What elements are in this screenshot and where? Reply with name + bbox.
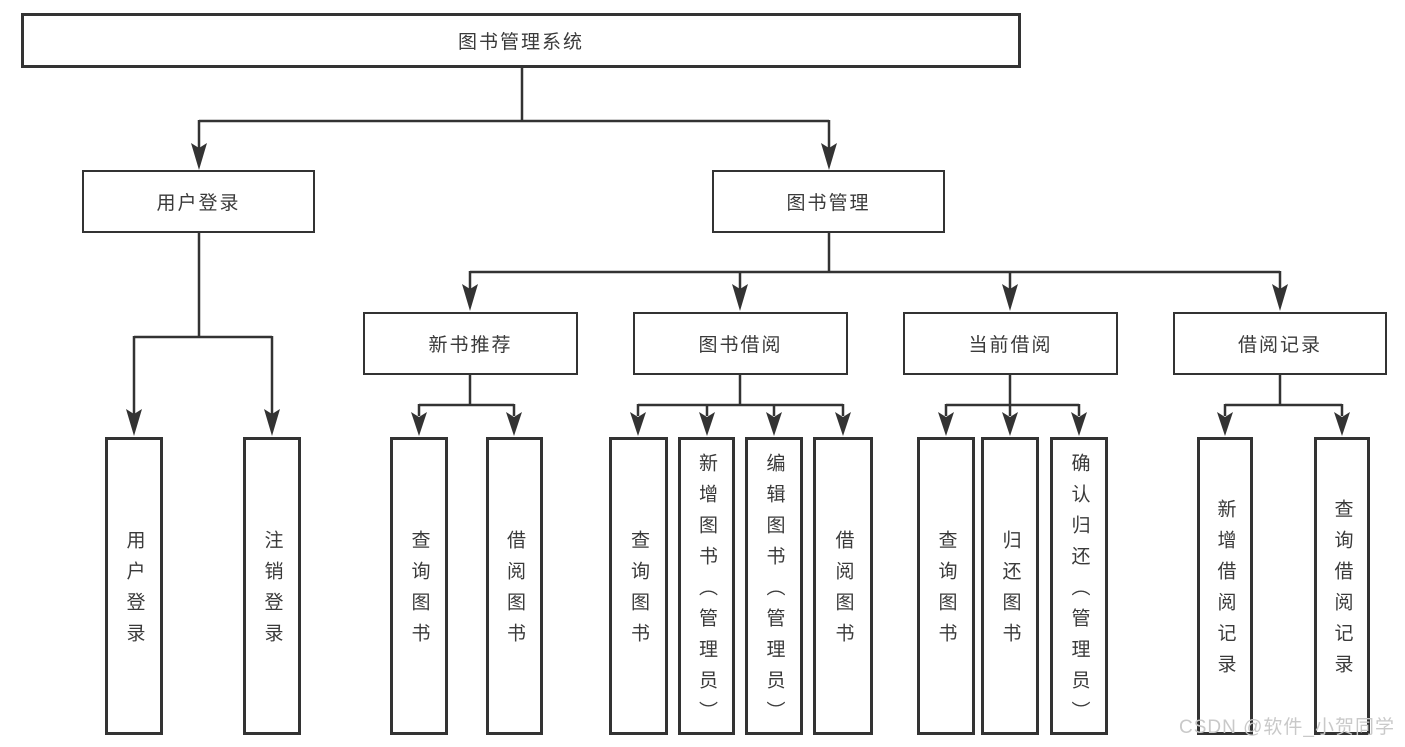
arrowhead [264, 409, 280, 436]
node-root: 图书管理系统 [21, 13, 1021, 68]
node-leaf-query-borrow-record-label: 查询借阅记录 [1331, 499, 1353, 685]
arrowhead [835, 412, 851, 436]
node-leaf-query-books-2-label: 查询图书 [628, 530, 649, 654]
node-borrowing-records-label: 借阅记录 [1237, 335, 1322, 356]
connector-level2-bar [197, 119, 831, 150]
arrowhead [732, 284, 748, 311]
node-leaf-query-books-1: 查询图书 [390, 437, 448, 735]
node-new-book-recommend-label: 新书推荐 [428, 335, 513, 356]
arrowhead [630, 412, 646, 436]
node-user-login-branch-label: 用户登录 [156, 193, 241, 214]
node-leaf-edit-books-admin-label: 编辑图书（管理员） [763, 452, 785, 732]
arrowhead [938, 412, 954, 436]
node-root-label: 图书管理系统 [457, 32, 584, 53]
connector-new-book-group [417, 374, 516, 416]
arrowhead [1217, 412, 1233, 436]
node-leaf-query-borrow-record: 查询借阅记录 [1314, 437, 1370, 735]
node-leaf-add-books-admin: 新增图书（管理员） [678, 437, 735, 735]
connector-current-borrow-group [944, 374, 1081, 416]
node-leaf-query-books-3-label: 查询图书 [935, 530, 957, 654]
csdn-watermark: CSDN @软件_小贺同学 [1179, 717, 1395, 738]
arrowhead [506, 412, 522, 436]
node-leaf-logout: 注销登录 [243, 437, 301, 735]
arrowhead [411, 412, 427, 436]
connector-book-mgmt-bar [468, 232, 1282, 290]
node-leaf-add-borrow-record: 新增借阅记录 [1197, 437, 1253, 735]
arrowhead [1002, 412, 1018, 436]
node-leaf-user-login-label: 用户登录 [123, 530, 145, 654]
node-leaf-user-login: 用户登录 [105, 437, 163, 735]
arrowhead [191, 143, 207, 170]
node-user-login-branch: 用户登录 [82, 170, 315, 233]
node-leaf-confirm-return-admin-label: 确认归还（管理员） [1068, 452, 1090, 732]
arrowhead [1272, 284, 1288, 311]
connector-user-login-group [132, 232, 274, 415]
node-leaf-edit-books-admin: 编辑图书（管理员） [745, 437, 803, 735]
node-book-borrowing-label: 图书借阅 [698, 335, 783, 356]
node-leaf-logout-label: 注销登录 [261, 530, 283, 654]
node-borrowing-records: 借阅记录 [1173, 312, 1387, 375]
arrowhead [1334, 412, 1350, 436]
node-book-management-branch: 图书管理 [712, 170, 945, 233]
arrowheads [126, 143, 1350, 436]
arrowhead [462, 284, 478, 311]
node-leaf-query-books-3: 查询图书 [917, 437, 975, 735]
arrowhead [766, 412, 782, 436]
node-leaf-return-books: 归还图书 [981, 437, 1039, 735]
node-leaf-query-books-1-label: 查询图书 [408, 530, 430, 654]
node-leaf-borrow-books-2-label: 借阅图书 [832, 530, 854, 654]
connector-book-borrow-group [636, 374, 845, 416]
node-leaf-query-books-2: 查询图书 [609, 437, 668, 735]
node-leaf-borrow-books-2: 借阅图书 [813, 437, 873, 735]
arrowhead [1071, 412, 1087, 436]
node-new-book-recommend: 新书推荐 [363, 312, 578, 375]
arrowhead [699, 412, 715, 436]
arrowhead [821, 143, 837, 170]
connector-borrow-record-group [1223, 374, 1344, 416]
node-book-management-branch-label: 图书管理 [786, 193, 871, 214]
node-leaf-confirm-return-admin: 确认归还（管理员） [1050, 437, 1108, 735]
node-leaf-add-borrow-record-label: 新增借阅记录 [1214, 499, 1236, 685]
node-leaf-borrow-books-1-label: 借阅图书 [504, 530, 525, 654]
arrowhead [1002, 284, 1018, 311]
node-book-borrowing: 图书借阅 [633, 312, 848, 375]
node-leaf-add-books-admin-label: 新增图书（管理员） [696, 452, 717, 732]
node-leaf-borrow-books-1: 借阅图书 [486, 437, 543, 735]
arrowhead [126, 409, 142, 436]
node-current-borrowing-label: 当前借阅 [968, 335, 1053, 356]
node-leaf-return-books-label: 归还图书 [999, 530, 1021, 654]
node-current-borrowing: 当前借阅 [903, 312, 1118, 375]
